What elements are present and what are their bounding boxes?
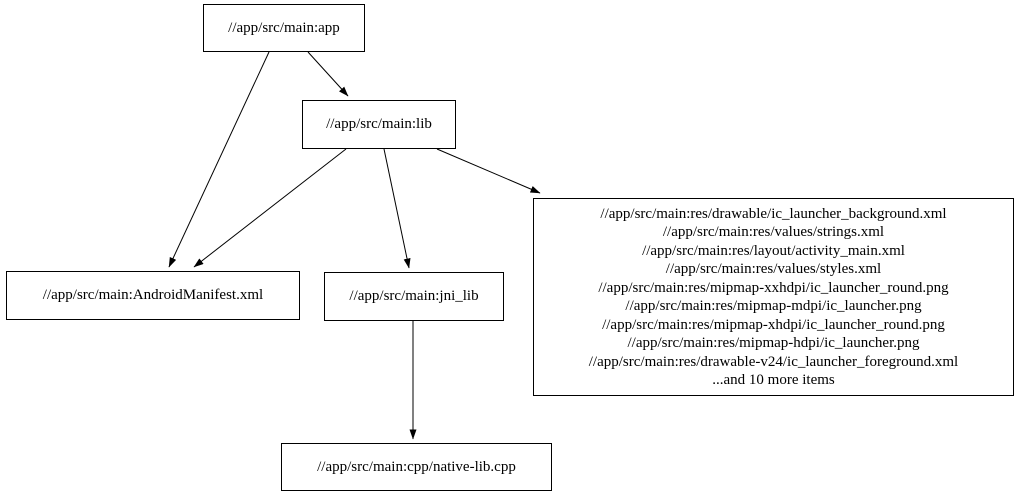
node-android-manifest-label: //app/src/main:AndroidManifest.xml	[42, 287, 264, 304]
node-lib: //app/src/main:lib	[302, 100, 456, 149]
node-lib-label: //app/src/main:lib	[326, 116, 432, 133]
res-item-label: //app/src/main:res/drawable-v24/ic_launc…	[588, 353, 959, 370]
node-res-group: //app/src/main:res/drawable/ic_launcher_…	[533, 198, 1014, 396]
res-item-label: //app/src/main:res/mipmap-xhdpi/ic_launc…	[602, 316, 945, 333]
edge-app-to-manifest	[168, 51, 270, 268]
res-item-label: //app/src/main:res/layout/activity_main.…	[642, 242, 905, 259]
node-jni-lib: //app/src/main:jni_lib	[324, 272, 504, 321]
node-native-lib-cpp-label: //app/src/main:cpp/native-lib.cpp	[317, 458, 516, 475]
res-item-label: //app/src/main:res/mipmap-mdpi/ic_launch…	[625, 298, 922, 314]
res-item-label: //app/src/main:res/values/strings.xml	[662, 224, 885, 240]
res-more-items-label: ...and 10 more items	[712, 372, 835, 388]
res-item-label: //app/src/main:res/values/styles.xml	[665, 261, 882, 277]
edge-lib-to-res	[436, 148, 541, 194]
node-android-manifest: //app/src/main:AndroidManifest.xml	[6, 271, 300, 320]
node-app-label: //app/src/main:app	[228, 19, 340, 36]
node-native-lib-cpp: //app/src/main:cpp/native-lib.cpp	[281, 443, 552, 491]
res-item-label: //app/src/main:res/drawable/ic_launcher_…	[600, 205, 947, 222]
edge-lib-to-manifest	[193, 148, 347, 268]
node-app: //app/src/main:app	[203, 4, 365, 52]
res-item-label: //app/src/main:res/mipmap-hdpi/ic_launch…	[627, 335, 920, 351]
res-item-label: //app/src/main:res/mipmap-xxhdpi/ic_laun…	[598, 279, 949, 296]
edge-app-to-lib	[307, 51, 349, 97]
edge-lib-to-jni-lib	[383, 148, 411, 269]
node-jni-lib-label: //app/src/main:jni_lib	[349, 288, 479, 305]
